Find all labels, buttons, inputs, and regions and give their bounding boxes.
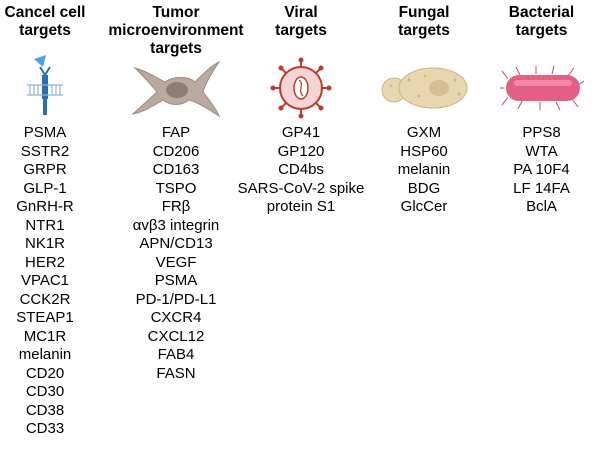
title-line: Viral — [284, 4, 318, 21]
target-item: NTR1 — [25, 216, 65, 234]
target-item: CD38 — [25, 401, 65, 419]
target-item: PD-1/PD-L1 — [135, 290, 217, 308]
title-line: targets — [398, 22, 450, 39]
title-line: targets — [19, 22, 71, 39]
target-item: CXCR4 — [150, 309, 202, 326]
target-item: PPS8 — [522, 124, 561, 141]
target-item: BclA — [526, 198, 557, 215]
target-item: GRPR — [23, 161, 67, 178]
target-item: GP41 — [281, 124, 321, 141]
target-item: APN/CD13 — [139, 235, 213, 252]
target-item: VPAC1 — [20, 272, 70, 289]
target-item: FAB4 — [157, 346, 195, 363]
target-item: PSMA — [154, 272, 198, 289]
target-item: HSP60 — [400, 142, 448, 160]
target-item: STEAP1 — [16, 309, 74, 326]
target-item: GlcCer — [400, 198, 448, 215]
target-item: TSPO — [155, 179, 197, 197]
column-title: Cancel cell targets — [0, 4, 90, 52]
title-line: Tumor — [152, 4, 200, 21]
target-item: CD206 — [152, 142, 200, 160]
title-line: Cancel cell — [4, 4, 86, 21]
target-item: PA 10F4 — [513, 161, 570, 178]
target-item: GnRH-R — [16, 198, 74, 215]
target-item: LF 14FA — [513, 179, 570, 197]
target-item: melanin — [18, 346, 72, 363]
target-item: CXCL12 — [147, 327, 205, 345]
bacterium-icon — [499, 65, 584, 111]
target-item: melanin — [397, 161, 451, 178]
column-title: Tumor microenvironment targets — [96, 4, 256, 57]
target-item: WTA — [525, 142, 558, 160]
title-line: targets — [515, 22, 568, 39]
title-line: microenvironment — [108, 22, 244, 39]
target-item: GXM — [406, 124, 442, 141]
target-item: GLP-1 — [23, 179, 67, 197]
target-item: αvβ3 integrin — [132, 216, 220, 234]
target-item: CD30 — [25, 383, 65, 400]
target-item: HER2 — [24, 253, 65, 271]
target-item: CD20 — [25, 364, 65, 382]
title-line: Fungal — [398, 4, 450, 21]
target-item: NK1R — [24, 235, 65, 252]
target-item: BDG — [407, 179, 441, 197]
target-item: CD33 — [25, 420, 65, 437]
target-item: GP120 — [277, 142, 325, 160]
target-item: FRβ — [161, 198, 191, 215]
title-line: Bacterial — [508, 4, 575, 21]
virus-icon — [270, 57, 332, 119]
column-title: Bacterial targets — [488, 4, 595, 52]
title-line: targets — [150, 40, 202, 57]
fungal-cell-icon — [381, 67, 468, 109]
target-item: FAP — [161, 124, 191, 141]
target-item: VEGF — [155, 253, 197, 271]
column-title: Fungal targets — [374, 4, 474, 52]
target-item: SSTR2 — [20, 142, 70, 160]
title-line: targets — [275, 22, 327, 39]
target-item: FASN — [156, 364, 196, 382]
fibroblast-cell-icon — [131, 60, 221, 118]
target-item: MC1R — [23, 327, 67, 345]
target-item: CD163 — [152, 161, 200, 178]
column-title: Viral targets — [232, 4, 370, 52]
receptor-icon — [27, 55, 63, 115]
target-item: CCK2R — [19, 290, 71, 308]
target-item: CD4bs — [278, 161, 324, 178]
target-item: SARS-CoV-2 spike — [237, 179, 365, 197]
target-item: protein S1 — [266, 198, 336, 215]
target-item: PSMA — [23, 124, 67, 141]
